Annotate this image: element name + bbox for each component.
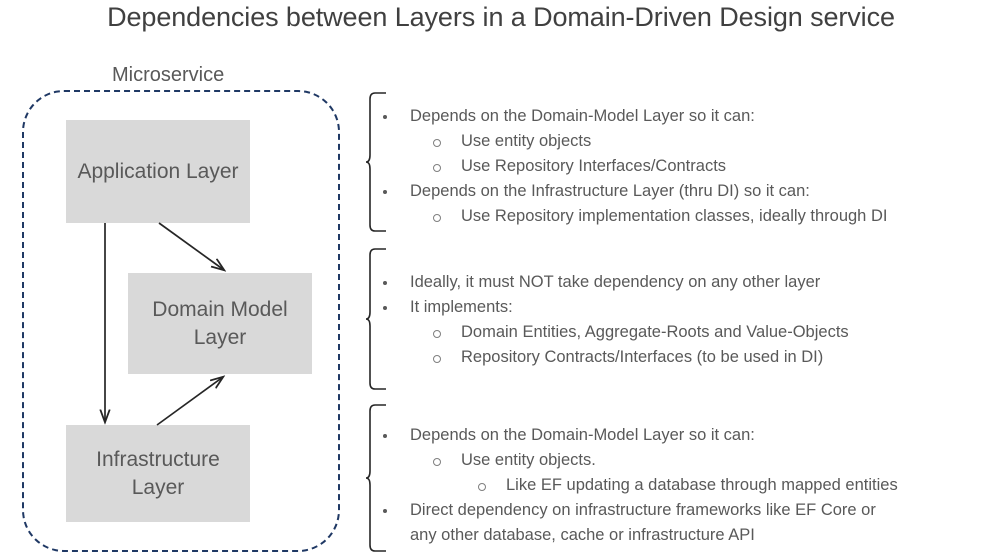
- domain-model-layer-description: Ideally, it must NOT take dependency on …: [378, 270, 998, 370]
- bullet-item: Like EF updating a database through mapp…: [378, 473, 998, 498]
- microservice-label: Microservice: [112, 64, 225, 86]
- brace-application-layer: [366, 92, 386, 232]
- bullet-item: Direct dependency on infrastructure fram…: [378, 498, 998, 523]
- application-layer-description: Depends on the Domain-Model Layer so it …: [378, 104, 998, 229]
- microservice-boundary: [22, 90, 340, 552]
- bullet-item: Depends on the Domain-Model Layer so it …: [378, 423, 998, 448]
- brace-infrastructure-layer: [366, 404, 386, 552]
- bullet-item: Ideally, it must NOT take dependency on …: [378, 270, 998, 295]
- application-layer-box: Application Layer: [66, 120, 250, 223]
- domain-model-layer-box: Domain Model Layer: [128, 273, 312, 374]
- bullet-item: Depends on the Infrastructure Layer (thr…: [378, 179, 998, 204]
- bullet-item: Use entity objects.: [378, 448, 998, 473]
- brace-domain-model-layer: [366, 248, 386, 390]
- bullet-item-continuation: any other database, cache or infrastruct…: [410, 526, 755, 544]
- page-title: Dependencies between Layers in a Domain-…: [107, 2, 895, 32]
- bullet-item: Use entity objects: [378, 129, 998, 154]
- bullet-item: Depends on the Domain-Model Layer so it …: [378, 104, 998, 129]
- infrastructure-layer-box: Infrastructure Layer: [66, 425, 250, 522]
- bullet-item: It implements:: [378, 295, 998, 320]
- infrastructure-layer-description: Depends on the Domain-Model Layer so it …: [378, 423, 998, 548]
- bullet-item: Domain Entities, Aggregate-Roots and Val…: [378, 320, 998, 345]
- bullet-item: Use Repository implementation classes, i…: [378, 204, 998, 229]
- bullet-item: Repository Contracts/Interfaces (to be u…: [378, 345, 998, 370]
- bullet-item: Use Repository Interfaces/Contracts: [378, 154, 998, 179]
